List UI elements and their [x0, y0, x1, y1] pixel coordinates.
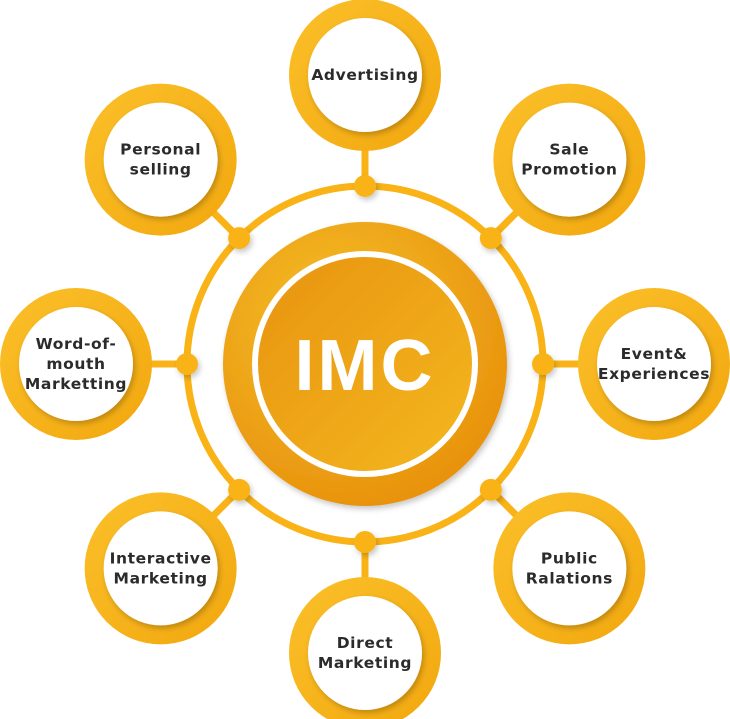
node-label-word-of-mouth-marketing-line-1: Word-of- [36, 335, 117, 353]
node-label-sale-promotion-line-2: Promotion [521, 161, 617, 179]
connector-dot-advertising [354, 175, 376, 197]
connector-dot-interactive-marketing [228, 478, 251, 501]
node-label-advertising-line-1: Advertising [311, 66, 418, 84]
connector-dots [176, 175, 554, 553]
node-face-advertising [308, 18, 422, 132]
node-advertising: Advertising [289, 0, 441, 151]
center-inner-ring [252, 251, 478, 477]
node-label-interactive-marketing-line-1: Interactive [110, 549, 212, 567]
node-face-direct-marketing [308, 596, 422, 710]
connector-dot-direct-marketing [354, 531, 376, 553]
node-face-event-experiences [597, 307, 711, 421]
node-personal-selling: Personal selling [84, 83, 237, 236]
node-label-sale-promotion-line-1: Sale [549, 141, 589, 159]
node-label-direct-marketing-line-1: Direct [337, 634, 394, 652]
node-face-public-relations [512, 511, 627, 626]
node-event-experiences: Event&Experiences [578, 288, 730, 440]
connector-dot-event-experiences [532, 353, 554, 375]
center-hub: IMC [223, 222, 507, 506]
node-label-public-relations-line-1: Public [541, 549, 598, 567]
connector-dot-word-of-mouth-marketing [176, 353, 198, 375]
connector-dot-public-relations [479, 478, 502, 501]
node-label-event-experiences-line-2: Experiences [598, 365, 710, 383]
node-face-sale-promotion [512, 102, 627, 217]
node-face-word-of-mouth-marketing [19, 307, 133, 421]
node-face-interactive-marketing [103, 511, 218, 626]
node-label-word-of-mouth-marketing-line-2: mouth [46, 355, 105, 373]
node-label-public-relations-line-2: Ralations [526, 569, 613, 587]
node-label-personal-selling-line-2: selling [130, 161, 192, 179]
node-label-event-experiences-line-1: Event& [621, 345, 688, 363]
node-label-direct-marketing-line-2: Marketing [318, 654, 412, 672]
node-face-personal-selling [103, 102, 218, 217]
connector-dot-personal-selling [228, 227, 251, 250]
connector-dot-sale-promotion [479, 227, 502, 250]
node-label-word-of-mouth-marketing-line-3: Marketting [25, 375, 127, 393]
center-label: IMC [295, 326, 436, 406]
node-label-interactive-marketing-line-2: Marketing [114, 569, 208, 587]
node-label-personal-selling-line-1: Personal [120, 141, 201, 159]
